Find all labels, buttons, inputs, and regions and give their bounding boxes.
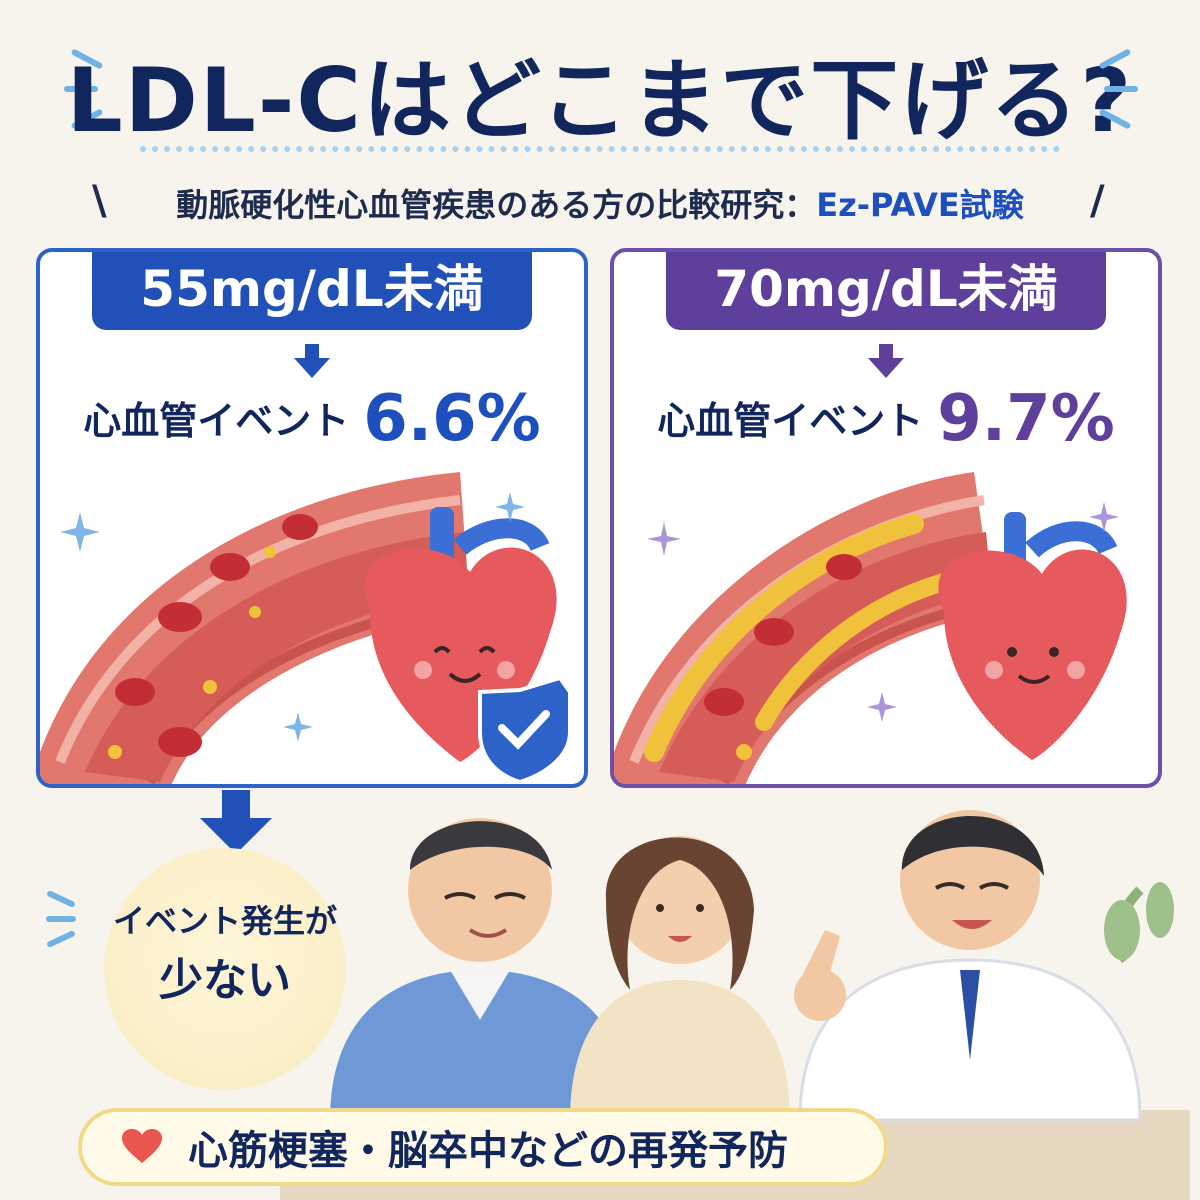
study-subtitle: 動脈硬化性心血管疾患のある方の比較研究：Ez-PAVE試験 <box>0 180 1200 226</box>
event-rate: 6.6% <box>363 382 541 456</box>
result-arrow-icon <box>200 790 272 854</box>
heart-icon <box>122 1129 162 1163</box>
slash-right: / <box>1090 178 1105 224</box>
panel-55-target: 55mg/dL未満 <box>92 252 532 330</box>
event-label: 心血管イベント <box>83 399 350 443</box>
trial-name: Ez-PAVE試験 <box>816 186 1024 224</box>
arrow-down-icon <box>868 344 904 378</box>
panel-70-event: 心血管イベント 9.7% <box>614 382 1158 456</box>
panel-55-event: 心血管イベント 6.6% <box>40 382 584 456</box>
arrow-down-icon <box>294 344 330 378</box>
subtitle-text: 動脈硬化性心血管疾患のある方の比較研究： <box>176 186 817 224</box>
title-divider <box>140 146 1060 152</box>
result-line2: 少ない <box>159 955 291 1006</box>
page-title: LDL-Cはどこまで下げる? <box>66 49 1134 152</box>
footer-banner: 心筋梗塞・脳卒中などの再発予防 <box>78 1108 888 1186</box>
footer-text: 心筋梗塞・脳卒中などの再発予防 <box>188 1128 788 1174</box>
event-rate: 9.7% <box>937 382 1115 456</box>
panel-70: 70mg/dL未満 心血管イベント 9.7% <box>610 248 1162 788</box>
result-line1: イベント発生が <box>112 902 337 940</box>
healthy-artery-illustration <box>40 472 572 784</box>
bubble-deco <box>46 889 76 956</box>
slash-left: \ <box>92 178 107 224</box>
event-label: 心血管イベント <box>657 399 924 443</box>
plaque-artery-illustration <box>614 472 1127 784</box>
panel-70-target: 70mg/dL未満 <box>666 252 1106 330</box>
panel-55: 55mg/dL未満 心血管イベント 6.6% <box>36 248 588 788</box>
result-bubble: イベント発生が 少ない <box>104 848 346 1090</box>
